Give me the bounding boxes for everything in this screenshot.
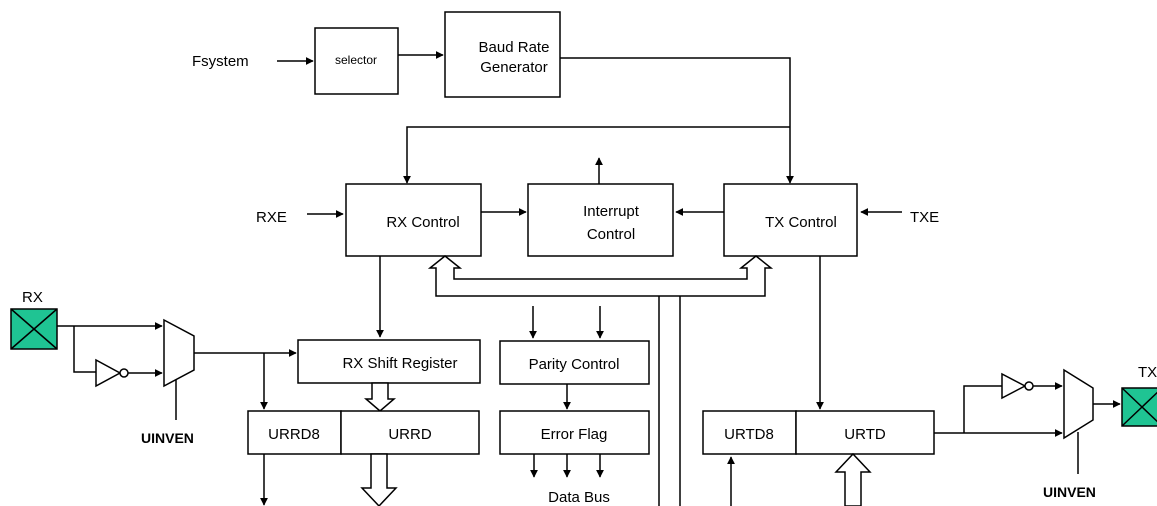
tx-invert-branch [963,385,1002,433]
baud-to-tx-wire [560,57,794,184]
urrd-label: URRD [388,426,431,443]
tx-mux-icon [1063,368,1094,440]
rx-inverter-bubble [119,368,129,378]
selector-block [314,27,399,95]
baud-rate-generator-block [444,11,561,98]
rx-pin-label: RX [22,289,43,306]
urrd-out-bus-arrow [360,453,398,506]
tx-control-label: TX Control [765,214,837,231]
baud-to-rx-wire [403,126,790,184]
interrupt-label-line2: Control [587,226,635,243]
rx-shift-register-block [297,339,481,384]
rx-shift-register-label: RX Shift Register [342,355,457,372]
urtd8-register [702,410,797,455]
urtd-label: URTD [844,426,886,443]
urtd8-label: URTD8 [724,426,774,443]
uinven-tx-label: UINVEN [1043,484,1096,500]
rx-invert-branch [73,326,96,373]
parity-control-block [499,340,650,385]
urtd-in-bus-arrow [834,452,872,506]
data-bus-label: Data Bus [548,489,610,506]
interrupt-label-line1: Interrupt [583,203,640,220]
baud-label-line2: Generator [480,59,548,76]
baud-label-line1: Baud Rate [479,39,550,56]
tx-inverter-bubble [1024,381,1034,391]
parity-control-label: Parity Control [529,356,620,373]
rx-control-block [345,183,482,257]
rx-mux-icon [163,318,195,388]
tx-control-block [723,183,858,257]
tx-inverter-icon [1001,372,1027,400]
rx-pin-cross [10,308,58,350]
control-bus-arrows [427,255,774,297]
tx-pin-label: TX [1138,364,1157,381]
urtd-register [795,410,935,455]
uinven-rx-label: UINVEN [141,430,194,446]
error-flag-label: Error Flag [541,426,608,443]
urrd8-label: URRD8 [268,426,320,443]
urrd-register [340,410,480,455]
selector-label: selector [335,53,377,67]
tx-pin-cross [1121,387,1157,427]
rxe-label: RXE [256,209,287,226]
shift-to-urrd-bus-arrow [363,382,397,412]
error-flag-block [499,410,650,455]
interrupt-control-block [527,183,674,257]
fsystem-label: Fsystem [192,53,249,70]
rx-inverter-icon [95,358,122,388]
urrd8-register [247,410,342,455]
rx-control-label: RX Control [386,214,459,231]
txe-label: TXE [910,209,939,226]
